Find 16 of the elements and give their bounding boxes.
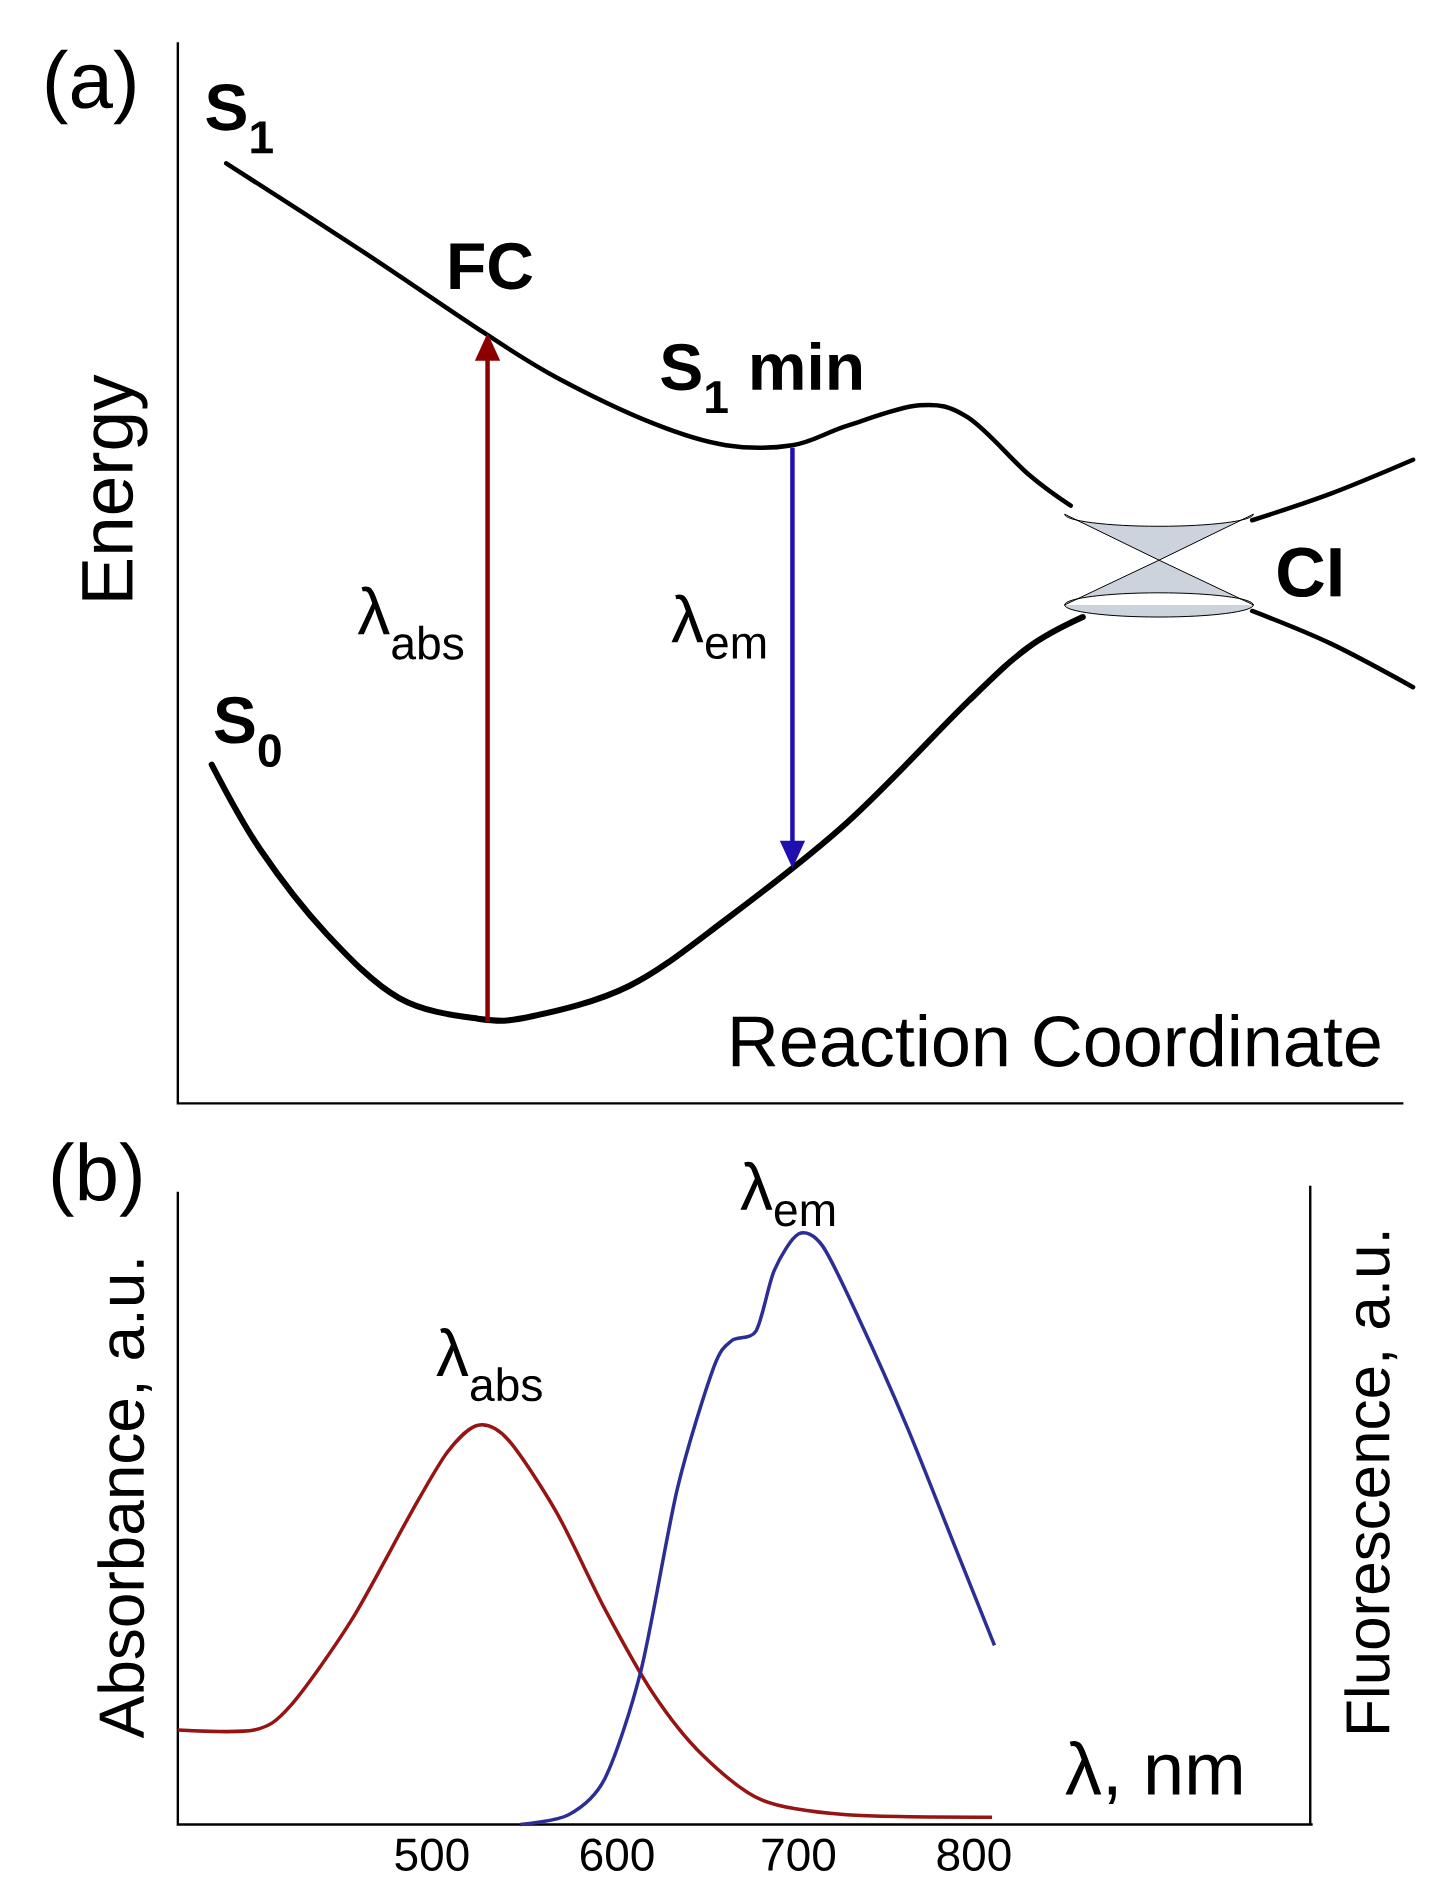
tick-label: 800 — [937, 1838, 1011, 1871]
axis-label: Fluorescence, a.u. — [1344, 1232, 1397, 1732]
tick-label: 700 — [762, 1838, 835, 1871]
peak-label: λ$_{em}$ — [740, 1161, 834, 1227]
tick-label: 500 — [395, 1838, 469, 1871]
peak-label: λ$_{abs}$ — [436, 1328, 542, 1402]
state-label: FC — [450, 242, 532, 290]
axis-label: Energy — [82, 374, 148, 600]
state-label: CI — [1277, 547, 1341, 598]
state-label: S$_{1}$ — [206, 83, 273, 154]
state-label: S$_{1}$ min — [661, 341, 861, 413]
panel-label: (b) — [52, 1142, 141, 1217]
axis-label: Absorbance, a.u. — [97, 1260, 152, 1739]
panel-label: (a) — [46, 49, 135, 125]
axis-label: λ, nm — [1065, 1740, 1241, 1804]
tick-label: 600 — [580, 1838, 654, 1871]
